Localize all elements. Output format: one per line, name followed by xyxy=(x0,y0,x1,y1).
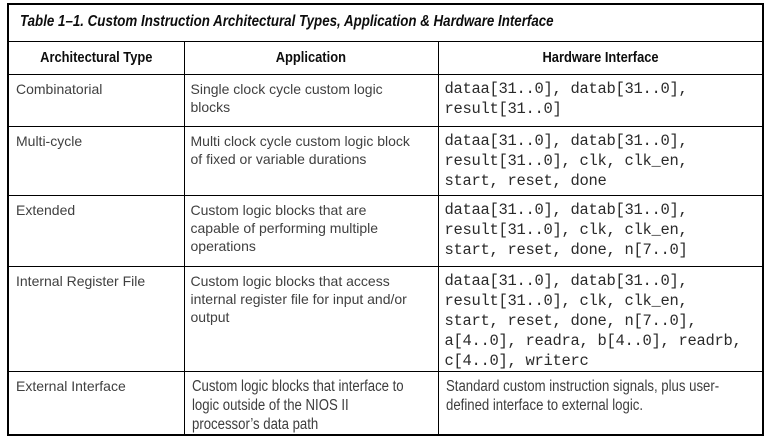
cell-architectural-type: Extended xyxy=(7,194,185,267)
table-title: Table 1–1. Custom Instruction Architectu… xyxy=(20,12,554,30)
cell-architectural-type: Multi-cycle xyxy=(7,125,185,196)
cell-hardware-interface: dataa[31..0], datab[31..0], result[31..0… xyxy=(437,73,764,127)
cell-hardware-interface: Standard custom instruction signals, plu… xyxy=(437,370,764,436)
cell-hardware-interface: dataa[31..0], datab[31..0], result[31..0… xyxy=(437,194,764,267)
column-header-label: Architectural Type xyxy=(40,48,153,66)
table-caption-row: Table 1–1. Custom Instruction Architectu… xyxy=(7,3,764,42)
cell-application-text: Custom logic blocks that interface to lo… xyxy=(191,377,404,433)
column-header-label: Hardware Interface xyxy=(542,48,659,66)
table-row: Extended Custom logic blocks that are ca… xyxy=(7,194,764,267)
cell-hardware-interface-text: Standard custom instruction signals, plu… xyxy=(445,377,719,414)
table-title-cell: Table 1–1. Custom Instruction Architectu… xyxy=(7,3,764,42)
column-header-application: Application xyxy=(183,40,439,75)
column-header-label: Application xyxy=(275,48,347,66)
cell-application: Multi clock cycle custom logic block of … xyxy=(183,125,439,196)
cell-architectural-type: External Interface xyxy=(7,370,185,436)
column-header-architectural-type: Architectural Type xyxy=(7,40,185,75)
cell-hardware-interface: dataa[31..0], datab[31..0], result[31..0… xyxy=(437,265,764,372)
table-row: External Interface Custom logic blocks t… xyxy=(7,370,764,436)
table-row: Multi-cycle Multi clock cycle custom log… xyxy=(7,125,764,196)
cell-application: Custom logic blocks that interface to lo… xyxy=(183,370,439,436)
cell-architectural-type: Combinatorial xyxy=(7,73,185,127)
column-header-hardware-interface: Hardware Interface xyxy=(437,40,764,75)
cell-application: Custom logic blocks that access internal… xyxy=(183,265,439,372)
cell-architectural-type: Internal Register File xyxy=(7,265,185,372)
custom-instruction-table: Table 1–1. Custom Instruction Architectu… xyxy=(7,3,765,436)
cell-hardware-interface: dataa[31..0], datab[31..0], result[31..0… xyxy=(437,125,764,196)
table-row: Internal Register File Custom logic bloc… xyxy=(7,265,764,372)
table-row: Combinatorial Single clock cycle custom … xyxy=(7,73,764,127)
table-header-row: Architectural Type Application Hardware … xyxy=(7,40,764,75)
cell-application: Custom logic blocks that are capable of … xyxy=(183,194,439,267)
cell-application: Single clock cycle custom logic blocks xyxy=(183,73,439,127)
